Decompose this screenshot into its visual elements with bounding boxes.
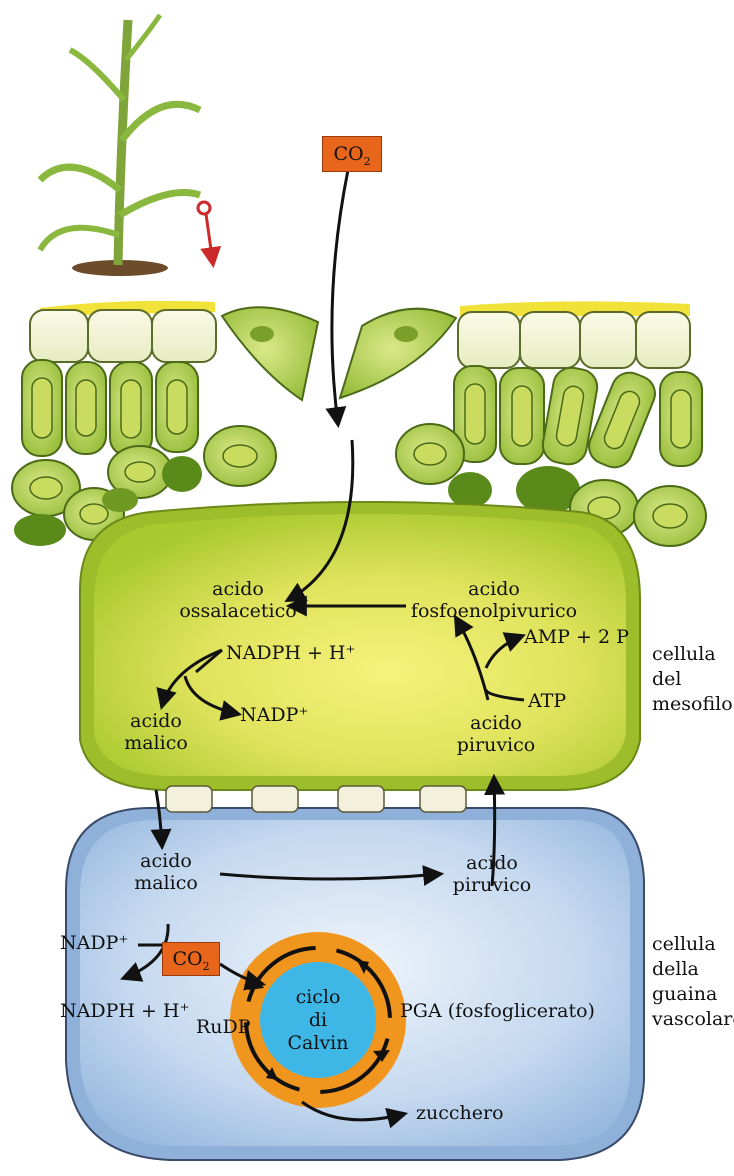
- nadph-sheath-label: NADPH + H⁺: [60, 1000, 190, 1022]
- pyruvic-acid-mesophyll-label: acido piruvico: [444, 712, 548, 756]
- mesophyll-side-line-3: mesofilo: [652, 692, 733, 717]
- nadph-mesophyll-label: NADPH + H⁺: [226, 642, 356, 664]
- oxaloacetic-acid-label: acido ossalacetico: [178, 578, 298, 622]
- nadp-mesophyll-label: NADP⁺: [240, 704, 308, 726]
- pyruvic-meso-line-2: piruvico: [444, 734, 548, 756]
- calvin-line-1: ciclo: [268, 986, 368, 1009]
- rudp-label: RuDP: [196, 1016, 251, 1038]
- pep-line-1: acido: [404, 578, 584, 600]
- co2-sheath-label: CO: [172, 948, 202, 970]
- co2-box-top: CO2: [322, 136, 382, 172]
- co2-sheath-subscript: 2: [203, 960, 210, 973]
- sheath-cell-label: cellula della guaina vascolare: [652, 932, 734, 1032]
- sheath-side-line-2: della: [652, 957, 734, 982]
- sheath-side-line-3: guaina: [652, 982, 734, 1007]
- mesophyll-side-line-2: del: [652, 667, 733, 692]
- malic-sheath-line-1: acido: [116, 850, 216, 872]
- malic-sheath-line-2: malico: [116, 872, 216, 894]
- mesophyll-cell-label: cellula del mesofilo: [652, 642, 733, 717]
- co2-label: CO: [333, 143, 363, 165]
- malic-meso-line-2: malico: [104, 732, 208, 754]
- pyruvic-acid-sheath-label: acido piruvico: [440, 852, 544, 896]
- calvin-line-3: Calvin: [268, 1032, 368, 1055]
- malic-acid-sheath-label: acido malico: [116, 850, 216, 894]
- pep-line-2: fosfoenolpivurico: [404, 600, 584, 622]
- malic-meso-line-1: acido: [104, 710, 208, 732]
- amp-label: AMP + 2 P: [524, 626, 629, 648]
- sheath-side-line-4: vascolare: [652, 1007, 734, 1032]
- pga-label: PGA (fosfoglicerato): [400, 1000, 595, 1022]
- malic-acid-mesophyll-label: acido malico: [104, 710, 208, 754]
- calvin-cycle-label: ciclo di Calvin: [268, 986, 368, 1055]
- pyruvic-meso-line-1: acido: [444, 712, 548, 734]
- leaf-section-pointer: [198, 202, 213, 264]
- calvin-line-2: di: [268, 1009, 368, 1032]
- corn-plant-illustration: [40, 15, 200, 276]
- pep-acid-label: acido fosfoenolpivurico: [404, 578, 584, 622]
- oxaloacetic-line-1: acido: [178, 578, 298, 600]
- pyruvic-sheath-line-1: acido: [440, 852, 544, 874]
- nadp-sheath-label: NADP⁺: [60, 932, 128, 954]
- pyruvic-sheath-line-2: piruvico: [440, 874, 544, 896]
- co2-subscript: 2: [364, 155, 371, 168]
- atp-label: ATP: [528, 690, 566, 712]
- mesophyll-side-line-1: cellula: [652, 642, 733, 667]
- sheath-side-line-1: cellula: [652, 932, 734, 957]
- co2-box-sheath: CO2: [162, 942, 220, 976]
- oxaloacetic-line-2: ossalacetico: [178, 600, 298, 622]
- sugar-label: zucchero: [416, 1102, 504, 1124]
